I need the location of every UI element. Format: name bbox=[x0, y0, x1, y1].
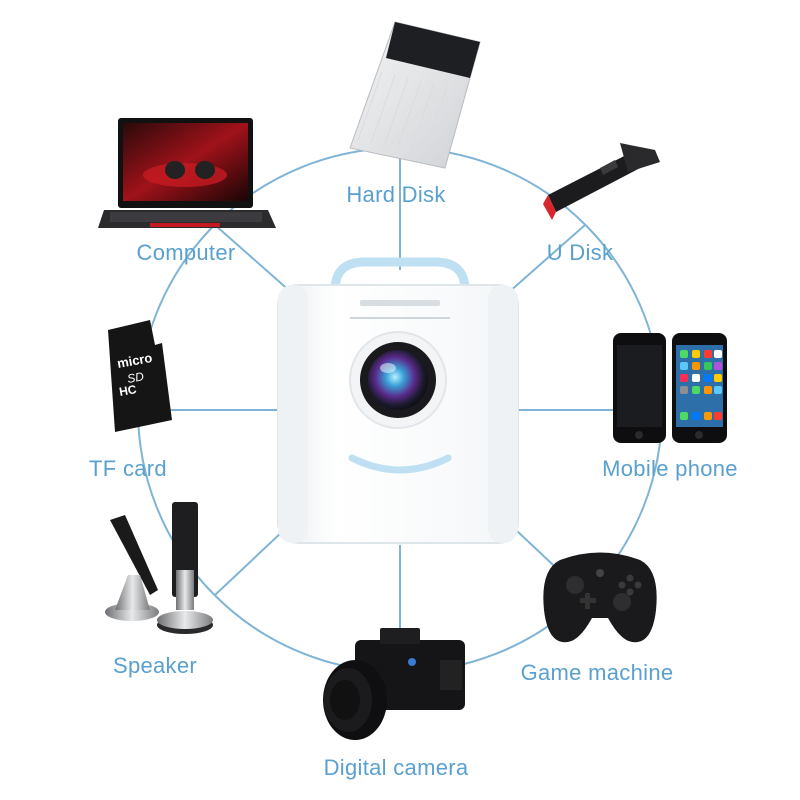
smartphone-icon bbox=[613, 333, 727, 443]
label-u-disk: U Disk bbox=[546, 240, 614, 265]
tf-card-hc: HC bbox=[118, 382, 138, 399]
label-game-machine: Game machine bbox=[520, 660, 674, 685]
usb-drive-icon bbox=[543, 143, 660, 220]
tf-card-sd: SD bbox=[126, 369, 145, 386]
camera-icon bbox=[323, 628, 465, 740]
projector-device bbox=[277, 257, 519, 544]
label-digital-camera: Digital camera bbox=[323, 755, 469, 780]
label-tf-card: TF card bbox=[89, 456, 167, 481]
laptop-icon bbox=[98, 118, 276, 228]
speaker-icon bbox=[105, 502, 213, 634]
label-speaker: Speaker bbox=[112, 653, 198, 678]
label-mobile-phone: Mobile phone bbox=[602, 456, 738, 481]
hard-disk-icon bbox=[349, 21, 481, 169]
microsd-card-icon: micro SD HC bbox=[108, 320, 172, 432]
label-hard-disk: Hard Disk bbox=[346, 182, 446, 207]
label-computer: Computer bbox=[136, 240, 236, 265]
tf-card-micro: micro bbox=[116, 350, 154, 371]
gamepad-icon bbox=[543, 552, 657, 643]
